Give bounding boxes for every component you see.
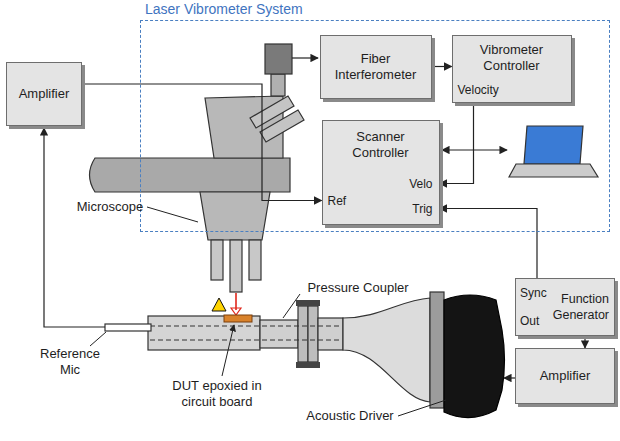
flange — [308, 306, 318, 362]
driver-flange — [430, 292, 444, 408]
laptop-screen — [524, 126, 583, 164]
bolt — [296, 300, 320, 306]
port-label: Velo — [409, 176, 432, 192]
flange — [298, 306, 308, 362]
process-box: Scanner ControllerRef VeloTrig — [322, 120, 440, 225]
microscope-arm — [90, 158, 291, 192]
laser-warning-sign — [212, 298, 226, 311]
port-label: Sync — [520, 285, 547, 301]
part-label: DUT epoxied in circuit board — [158, 378, 276, 410]
box-label: Scanner Controller — [328, 129, 434, 161]
dut — [224, 315, 252, 322]
driver-wire — [504, 377, 515, 378]
part-label: Microscope — [72, 199, 148, 215]
leader-line — [398, 400, 446, 416]
laser-spot — [231, 308, 241, 315]
process-box: Fiber Interferometer — [320, 35, 432, 99]
leader-line — [90, 332, 106, 346]
reference-mic — [105, 324, 151, 331]
laptop-base — [509, 164, 598, 177]
acoustic-driver — [444, 295, 505, 418]
coupler-neck — [260, 320, 298, 348]
coupler-tube — [318, 318, 343, 350]
leader-line — [283, 294, 300, 318]
nosepiece — [200, 192, 270, 240]
objective — [211, 240, 223, 280]
objective — [249, 240, 261, 280]
part-label: Reference Mic — [34, 346, 106, 378]
camera-tube — [271, 74, 285, 96]
process-box: Amplifier — [515, 348, 615, 404]
horn — [343, 298, 430, 402]
signal-connector — [432, 66, 452, 67]
region-title: Laser Vibrometer System — [145, 1, 303, 17]
box-label: Function Generator — [546, 291, 609, 323]
leader-arrow — [222, 325, 234, 376]
coupler-block — [148, 316, 260, 350]
signal-connector — [440, 209, 538, 279]
process-box: Amplifier — [6, 62, 82, 126]
camera-wire — [292, 57, 318, 58]
process-box: Vibrometer ControllerVelocity — [452, 35, 572, 103]
box-label: Amplifier — [521, 368, 609, 384]
part-label: Pressure Coupler — [302, 280, 414, 296]
laptop-wire — [442, 149, 507, 150]
port-label: Ref — [328, 193, 347, 209]
objective — [230, 240, 242, 292]
signal-connector — [440, 103, 474, 184]
part-label: Acoustic Driver — [300, 408, 400, 424]
port-label: Trig — [412, 201, 432, 217]
box-label: Amplifier — [12, 86, 76, 102]
eyepiece — [260, 110, 304, 142]
port-label: Velocity — [458, 82, 499, 98]
camera — [265, 44, 292, 74]
vibrometer-system-region: Fiber Interferometer Vibrometer Controlle… — [140, 20, 610, 232]
bolt — [296, 362, 320, 368]
internal-channel — [150, 340, 340, 341]
leader-line — [147, 207, 198, 222]
signal-connector — [82, 84, 322, 201]
mic-wire — [44, 128, 105, 327]
internal-channel — [150, 326, 340, 327]
port-label: Out — [520, 313, 539, 329]
process-box: Function GeneratorSyncOut — [515, 278, 615, 336]
box-label: Vibrometer Controller — [458, 42, 566, 74]
signal-connector — [584, 336, 585, 348]
box-label: Fiber Interferometer — [326, 51, 426, 83]
